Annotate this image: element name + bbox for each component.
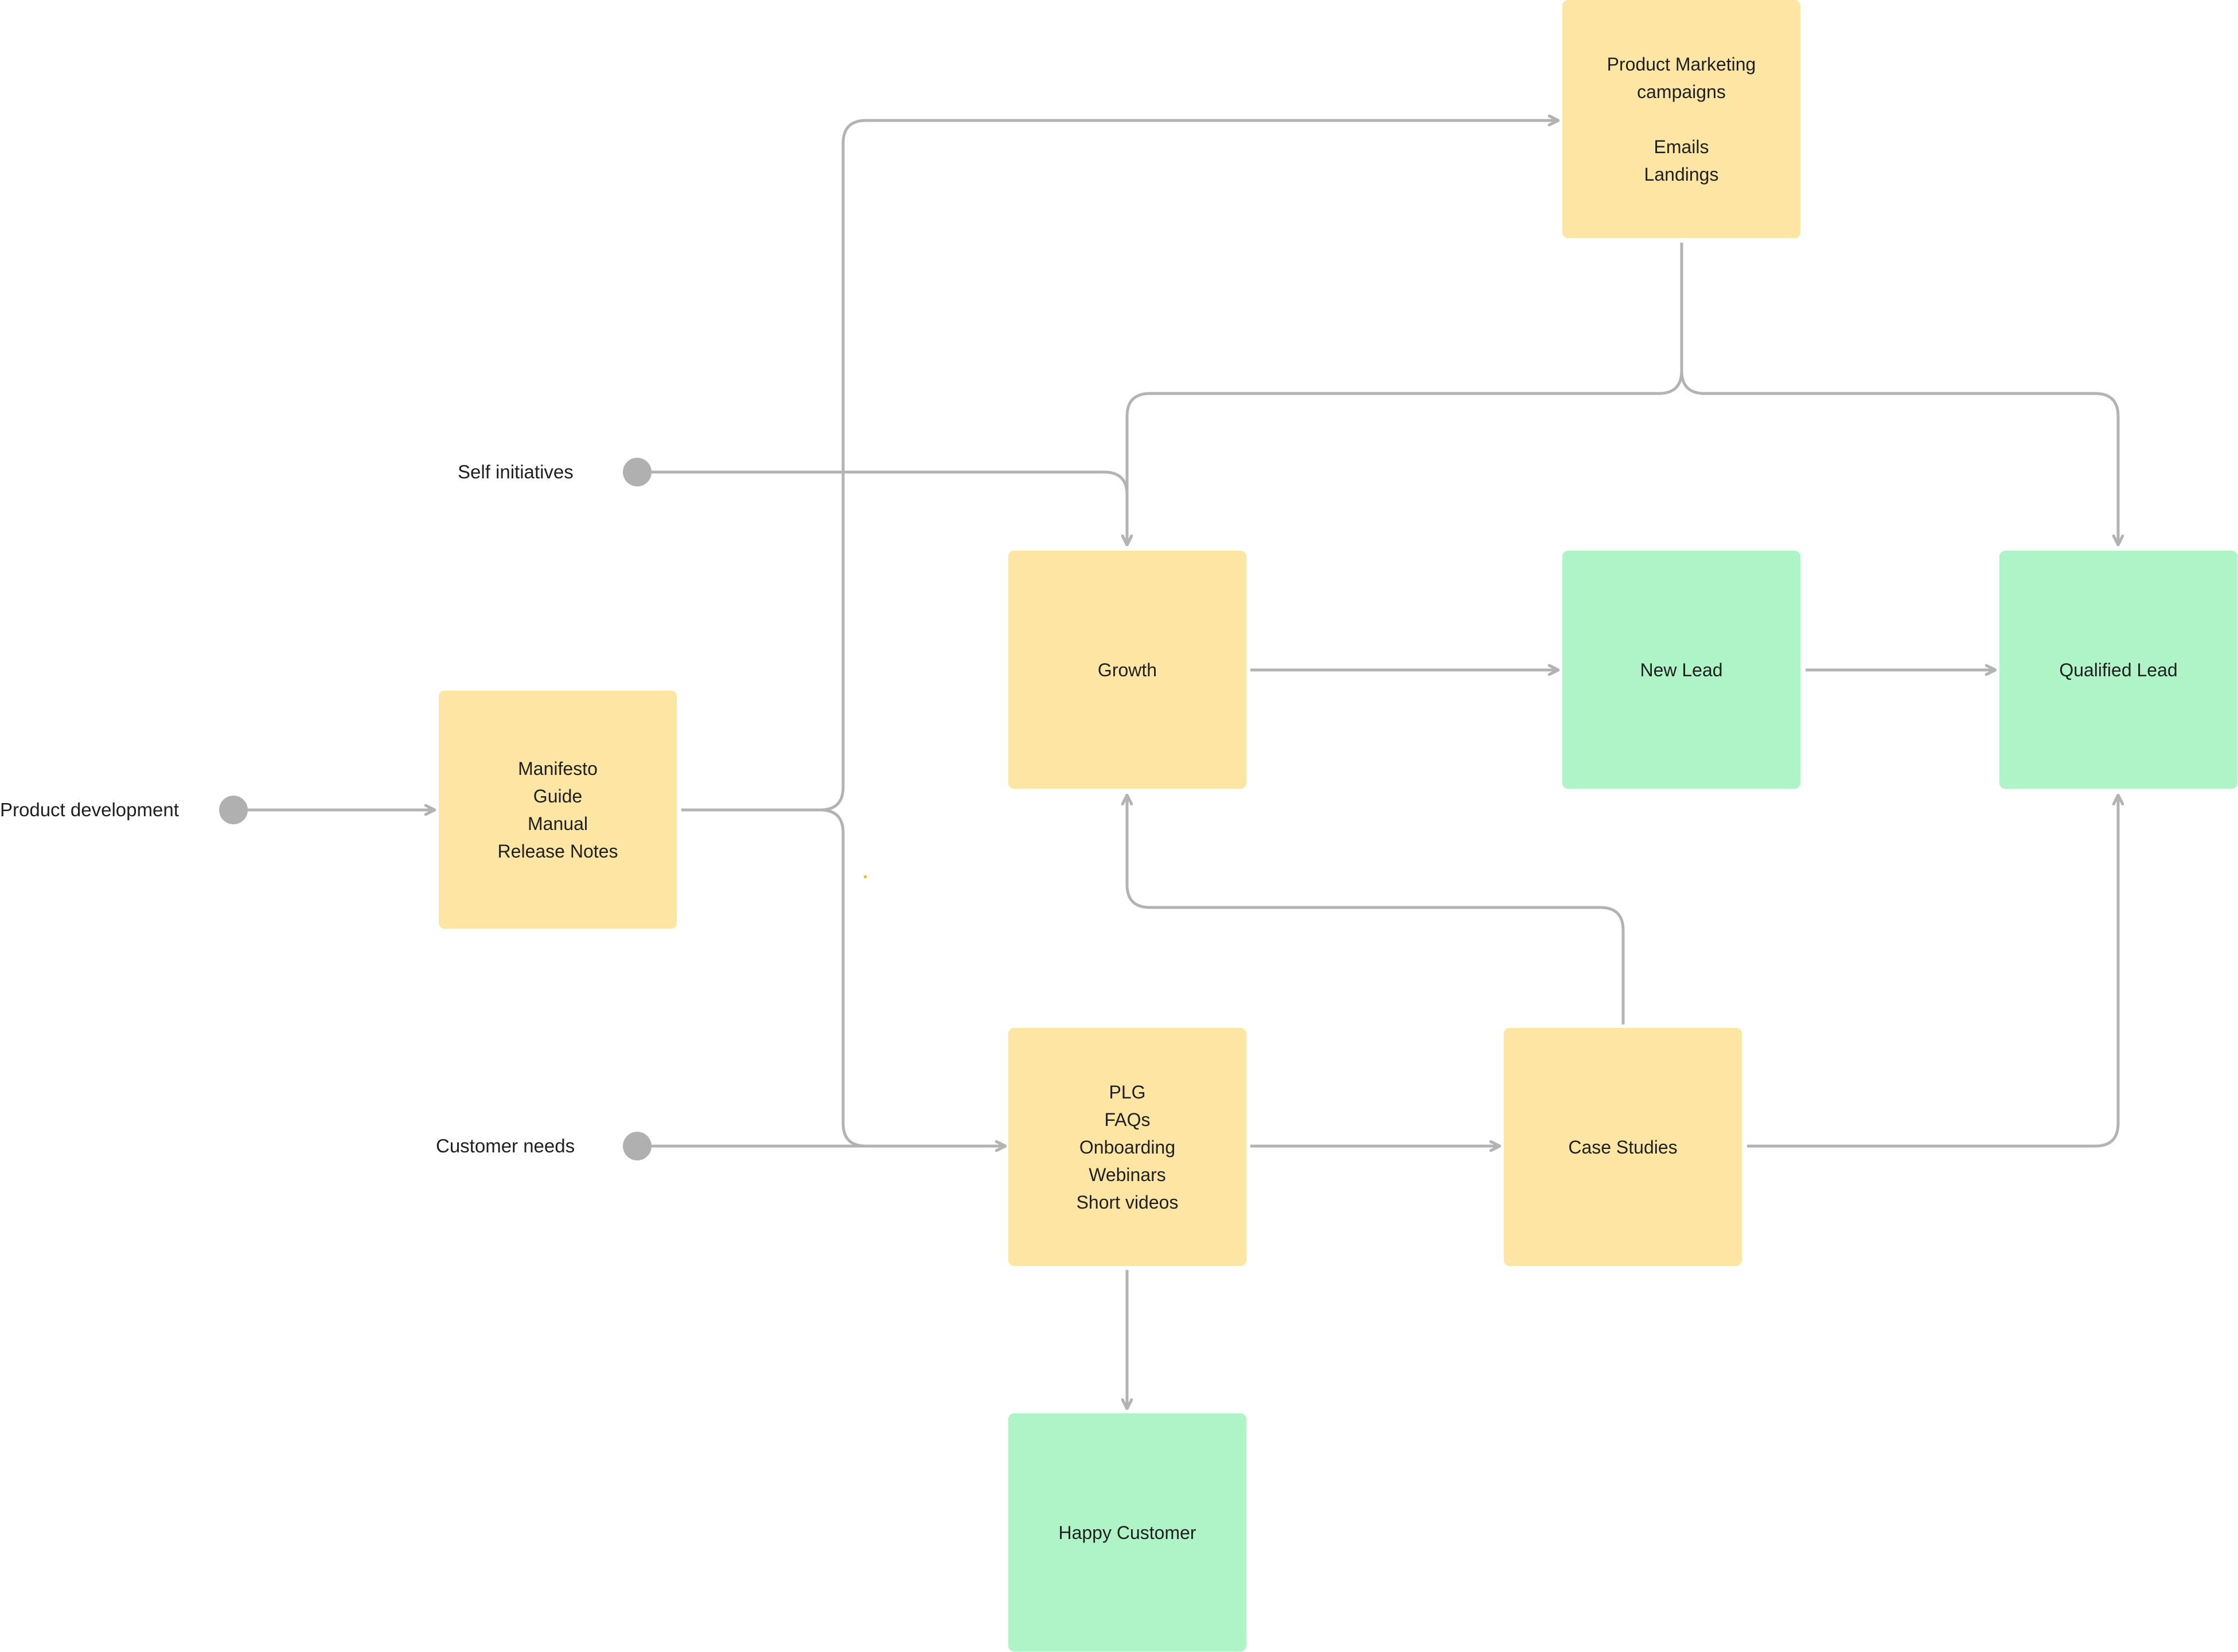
connector-case-studies-to-growth	[1127, 795, 1625, 1024]
node-case-studies[interactable]: Case Studies	[1504, 1028, 1742, 1266]
node-text: Case Studies	[1568, 1133, 1677, 1161]
node-line: Landings	[1644, 163, 1719, 185]
node-line: Qualified Lead	[2059, 659, 2178, 680]
node-text: Happy Customer	[1058, 1519, 1196, 1546]
source-label-self-initiatives: Self initiatives	[458, 461, 574, 482]
node-line: FAQs	[1104, 1109, 1151, 1130]
node-line: Case Studies	[1568, 1136, 1678, 1158]
node-line: Growth	[1097, 659, 1157, 680]
connector-product-marketing-to-growth	[1127, 243, 1683, 545]
connector-manifesto-to-plg	[820, 808, 867, 1148]
node-line: Emails	[1654, 136, 1709, 157]
node-happy-customer[interactable]: Happy Customer	[1008, 1413, 1246, 1651]
source-dot-customer-needs[interactable]	[623, 1132, 652, 1160]
node-line: Happy Customer	[1058, 1522, 1196, 1543]
node-text: Qualified Lead	[2059, 656, 2177, 684]
node-growth[interactable]: Growth	[1008, 551, 1246, 789]
node-product-marketing-campaigns[interactable]: Product Marketing campaigns Emails Landi…	[1562, 0, 1800, 238]
node-line: Product Marketing	[1607, 53, 1756, 75]
node-text: Product Marketing campaigns Emails Landi…	[1607, 50, 1756, 188]
connector-manifesto-to-product-marketing	[681, 120, 1558, 812]
node-new-lead[interactable]: New Lead	[1562, 551, 1800, 789]
node-plg[interactable]: PLG FAQs Onboarding Webinars Short video…	[1008, 1028, 1246, 1266]
connector-product-marketing-to-qualified-lead	[1680, 370, 2118, 545]
node-qualified-lead[interactable]: Qualified Lead	[1999, 551, 2237, 789]
connector-case-studies-to-qualified-lead	[1747, 795, 2118, 1148]
source-dot-self-initiatives[interactable]	[623, 458, 652, 486]
node-manifesto-guide[interactable]: Manifesto Guide Manual Release Notes	[439, 691, 677, 929]
node-line: Onboarding	[1079, 1136, 1176, 1158]
connector-self-initiatives-to-growth	[652, 470, 1127, 545]
node-line: New Lead	[1640, 659, 1723, 680]
node-line	[1607, 106, 1756, 133]
source-label-customer-needs: Customer needs	[436, 1135, 575, 1156]
node-line: Guide	[533, 785, 583, 806]
source-label-product-development: Product development	[0, 799, 179, 820]
node-line: Manifesto	[518, 758, 598, 779]
node-text: Growth	[1098, 656, 1157, 684]
source-dot-product-development[interactable]	[219, 796, 248, 824]
node-line: Release Notes	[497, 840, 618, 862]
node-line: campaigns	[1637, 81, 1726, 102]
node-line: Webinars	[1089, 1164, 1166, 1185]
node-line: Short videos	[1076, 1191, 1179, 1213]
node-line: PLG	[1109, 1081, 1146, 1102]
node-line: Manual	[528, 813, 588, 834]
node-text: PLG FAQs Onboarding Webinars Short video…	[1077, 1078, 1179, 1216]
node-text: New Lead	[1640, 656, 1722, 684]
stray-marker-dot	[864, 875, 867, 878]
node-text: Manifesto Guide Manual Release Notes	[498, 755, 618, 865]
